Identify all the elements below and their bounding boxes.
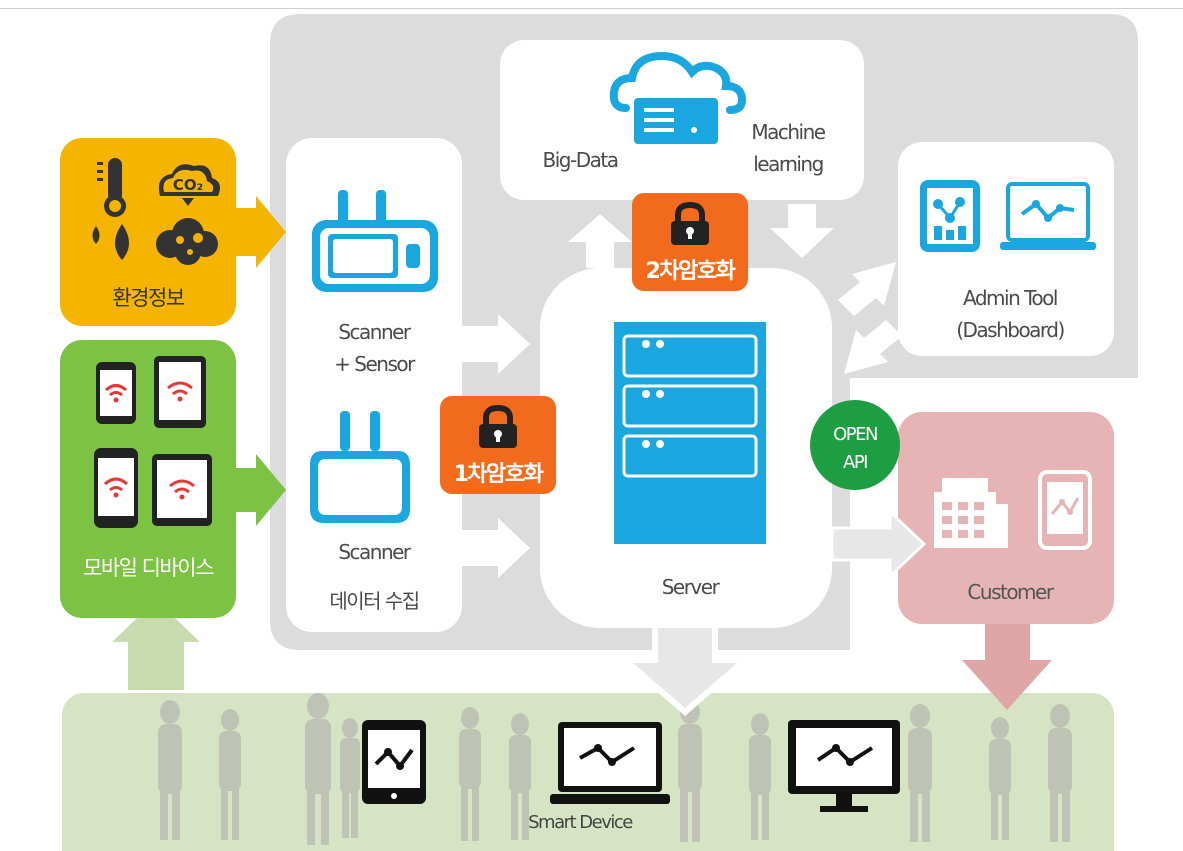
thermometer-icon xyxy=(97,158,126,217)
open-api-label-line1: OPEN xyxy=(833,424,878,445)
open-api-label-line2: API xyxy=(843,452,868,473)
server-label: Server xyxy=(661,575,720,599)
server-rack-icon xyxy=(614,322,766,544)
customer-label: Customer xyxy=(967,580,1054,604)
tablet-dashboard-icon xyxy=(920,180,980,252)
smart-tablet-icon xyxy=(362,720,426,804)
scanner-sensor-label-line1: Scanner xyxy=(338,320,411,344)
admin-tool-label-line1: Admin Tool xyxy=(963,286,1058,310)
padlock-icon xyxy=(479,404,517,448)
water-drops-icon xyxy=(92,224,129,260)
smart-laptop-icon xyxy=(550,722,670,804)
laptop-dashboard-icon xyxy=(1000,182,1096,250)
data-collection-label: 데이터 수집 xyxy=(329,589,420,613)
scanner-sensor-label-line2: + Sensor xyxy=(334,352,415,376)
smartphone-wifi-icon xyxy=(94,448,138,528)
tablet-wifi-icon xyxy=(154,356,206,428)
encryption-2-label: 2차암호화 xyxy=(645,259,736,284)
admin-tool-label-line2: (Dashboard) xyxy=(956,318,1065,342)
top-divider xyxy=(0,8,1183,9)
encryption-1-label: 1차암호화 xyxy=(453,462,544,487)
mobile-devices-label: 모바일 디바이스 xyxy=(83,556,214,580)
office-building-icon xyxy=(934,478,1008,548)
encryption-2-badge: 2차암호화 xyxy=(632,193,748,291)
big-data-label: Big-Data xyxy=(542,148,619,172)
machine-learning-label-line2: learning xyxy=(753,152,824,176)
tablet-chart-icon xyxy=(1038,470,1092,550)
machine-learning-label-line1: Machine xyxy=(751,120,826,144)
co2-cloud-icon: CO₂ xyxy=(158,164,220,206)
phone-wifi-icon xyxy=(96,362,136,424)
scanner-label: Scanner xyxy=(338,540,411,564)
open-api-badge xyxy=(810,400,900,490)
scanner-sensor-icon xyxy=(312,190,438,292)
encryption-1-badge: 1차암호화 xyxy=(440,396,556,494)
env-info-icons: CO₂ xyxy=(92,158,220,265)
cloud-server-icon xyxy=(609,51,747,144)
tablet-landscape-wifi-icon xyxy=(152,454,212,526)
smart-device-label: Smart Device xyxy=(528,812,633,833)
pollution-cloud-icon xyxy=(156,218,218,265)
mobile-devices-icons xyxy=(94,356,212,528)
scanner-icon xyxy=(310,411,410,523)
svg-text:CO₂: CO₂ xyxy=(173,176,203,194)
smart-monitor-icon xyxy=(788,720,900,812)
env-info-label: 환경정보 xyxy=(112,286,185,310)
padlock-icon xyxy=(671,201,709,245)
